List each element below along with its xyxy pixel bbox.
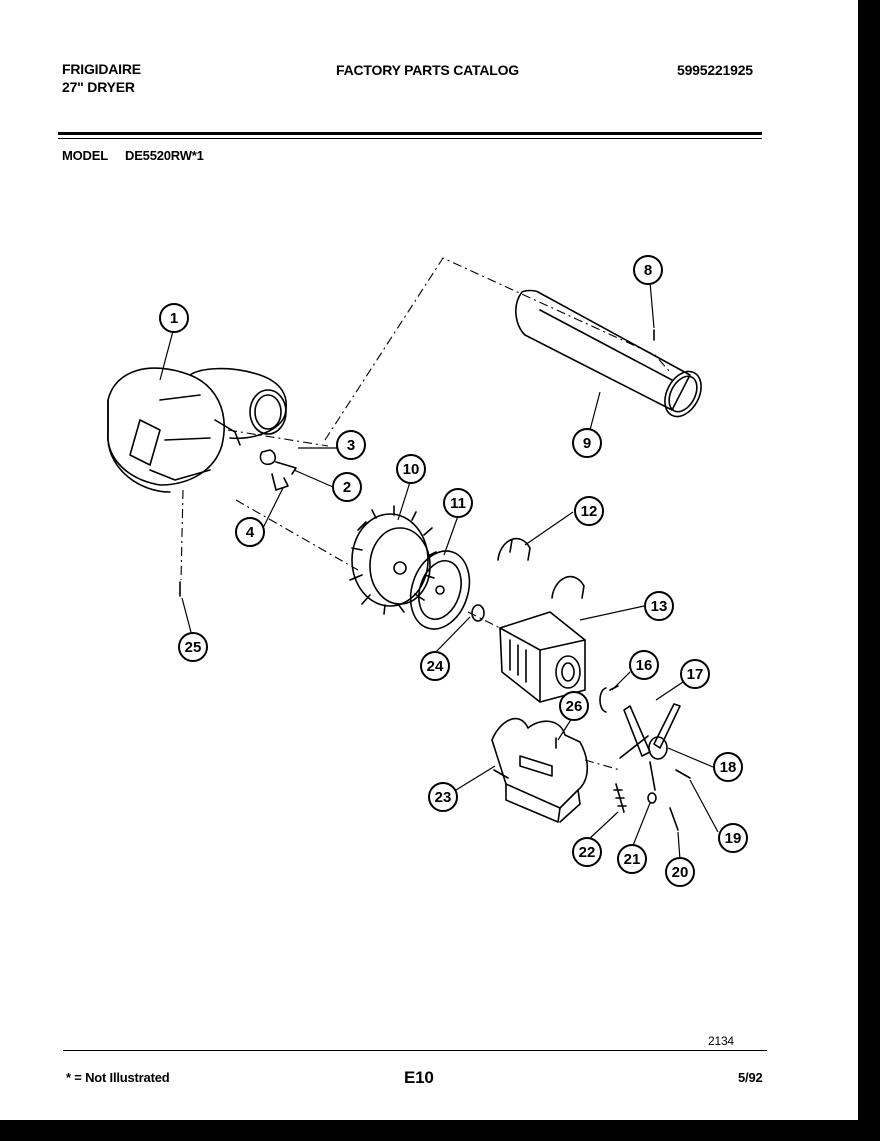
svg-text:13: 13 bbox=[651, 598, 668, 615]
idler-pin bbox=[649, 761, 656, 791]
svg-text:2: 2 bbox=[343, 479, 351, 496]
callout-23: 23 bbox=[428, 782, 458, 812]
callout-19: 19 bbox=[718, 823, 748, 853]
disc-part bbox=[409, 550, 471, 630]
callout-9: 9 bbox=[572, 428, 602, 458]
svg-text:3: 3 bbox=[347, 437, 355, 454]
callout-4: 4 bbox=[235, 517, 265, 547]
callout-8: 8 bbox=[633, 255, 663, 285]
callout-24: 24 bbox=[420, 651, 450, 681]
callout-12: 12 bbox=[574, 496, 604, 526]
idler-screw-20 bbox=[669, 807, 679, 831]
ring-part bbox=[471, 604, 485, 622]
callout-20: 20 bbox=[665, 857, 695, 887]
idler-arm-part bbox=[619, 703, 681, 760]
callout-22: 22 bbox=[572, 837, 602, 867]
washer-21 bbox=[647, 792, 657, 804]
svg-text:17: 17 bbox=[687, 666, 704, 683]
svg-text:21: 21 bbox=[624, 851, 641, 868]
exploded-parts-diagram: 1 2 3 4 8 9 10 11 12 13 16 17 18 19 20 2… bbox=[107, 255, 748, 887]
callout-18: 18 bbox=[713, 752, 743, 782]
callout-2: 2 bbox=[332, 472, 362, 502]
svg-text:23: 23 bbox=[435, 789, 452, 806]
not-illustrated-note: * = Not Illustrated bbox=[66, 1070, 170, 1085]
catalog-page: FRIGIDAIRE 27" DRYER FACTORY PARTS CATAL… bbox=[0, 0, 858, 1120]
svg-text:19: 19 bbox=[725, 830, 742, 847]
catalog-date: 5/92 bbox=[738, 1070, 763, 1085]
header-rule-thick bbox=[58, 132, 762, 135]
brand-name: FRIGIDAIRE bbox=[62, 61, 141, 77]
callout-16: 16 bbox=[629, 650, 659, 680]
callout-26: 26 bbox=[559, 691, 589, 721]
callout-25: 25 bbox=[178, 632, 208, 662]
callout-3: 3 bbox=[336, 430, 366, 460]
svg-text:12: 12 bbox=[581, 503, 598, 520]
bracket-part bbox=[271, 473, 289, 491]
footer-rule bbox=[63, 1050, 767, 1051]
clip-part bbox=[275, 461, 297, 475]
svg-text:20: 20 bbox=[672, 864, 689, 881]
catalog-title: FACTORY PARTS CATALOG bbox=[336, 62, 519, 78]
strap-lower-part bbox=[551, 575, 585, 599]
callout-1: 1 bbox=[159, 303, 189, 333]
svg-text:11: 11 bbox=[450, 495, 466, 512]
clamp-part bbox=[259, 449, 277, 466]
svg-text:8: 8 bbox=[644, 262, 652, 279]
svg-text:4: 4 bbox=[246, 524, 255, 541]
spring-clip-part bbox=[599, 687, 607, 713]
callout-17: 17 bbox=[680, 659, 710, 689]
motor-part bbox=[499, 611, 586, 703]
strap-upper-part bbox=[497, 537, 531, 561]
exhaust-duct-part bbox=[515, 289, 702, 418]
callout-13: 13 bbox=[644, 591, 674, 621]
idler-screw-19 bbox=[675, 769, 691, 779]
svg-text:26: 26 bbox=[566, 698, 583, 715]
page-number: E10 bbox=[404, 1068, 434, 1087]
catalog-number: 5995221925 bbox=[677, 62, 753, 78]
header-rule-thin bbox=[58, 138, 762, 139]
svg-text:25: 25 bbox=[185, 639, 202, 656]
model-number: DE5520RW*1 bbox=[125, 148, 204, 163]
callout-11: 11 bbox=[443, 488, 473, 518]
drawing-number: 2134 bbox=[708, 1034, 734, 1048]
svg-text:16: 16 bbox=[636, 657, 653, 674]
svg-text:18: 18 bbox=[720, 759, 737, 776]
callout-group: 1 2 3 4 8 9 10 11 12 13 16 17 18 19 20 2… bbox=[159, 255, 748, 887]
svg-text:10: 10 bbox=[403, 461, 420, 478]
svg-text:1: 1 bbox=[170, 310, 178, 327]
blower-wheel-part bbox=[349, 505, 437, 615]
svg-text:22: 22 bbox=[579, 844, 596, 861]
callout-21: 21 bbox=[617, 844, 647, 874]
spring-22 bbox=[613, 783, 627, 813]
svg-text:24: 24 bbox=[427, 658, 444, 675]
callout-10: 10 bbox=[396, 454, 426, 484]
product-name: 27" DRYER bbox=[62, 79, 135, 95]
svg-text:9: 9 bbox=[583, 435, 591, 452]
model-label: MODEL bbox=[62, 148, 108, 163]
motor-mount-part bbox=[491, 717, 589, 823]
blower-housing-part bbox=[107, 367, 287, 493]
